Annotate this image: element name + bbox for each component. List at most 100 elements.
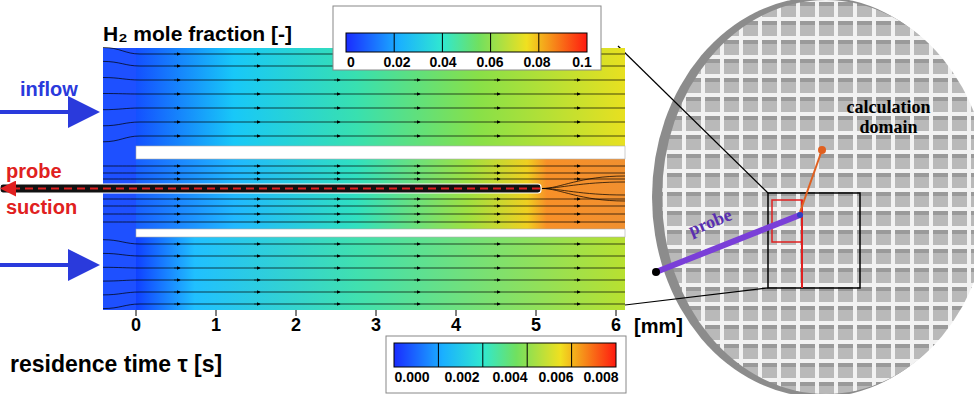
- flow-arrow: [334, 108, 340, 109]
- flow-arrow: [174, 292, 180, 293]
- flow-arrow: [494, 206, 500, 207]
- tick-label: 0.1: [572, 55, 591, 70]
- flow-arrow: [414, 222, 420, 223]
- flow-label: probe: [6, 160, 62, 182]
- leader-line: [800, 150, 822, 212]
- tick-label: 0.004: [492, 370, 527, 385]
- flow-arrow: [334, 268, 340, 269]
- legend-title: residence time τ [s]: [10, 352, 222, 377]
- flow-arrow: [254, 80, 260, 81]
- flow-arrow: [574, 214, 580, 215]
- flow-arrow: [574, 173, 580, 174]
- axis-number: 1: [211, 316, 221, 336]
- axis-number: 3: [371, 316, 381, 336]
- flow-arrow: [414, 214, 420, 215]
- flow-arrow: [494, 199, 500, 200]
- flow-arrow: [254, 244, 260, 245]
- flow-arrow: [254, 54, 260, 55]
- axis-unit: [mm]: [634, 315, 683, 337]
- streamline: [103, 222, 625, 223]
- flow-arrow: [494, 173, 500, 174]
- flow-arrow: [574, 80, 580, 81]
- tick-label: 0.06: [476, 55, 503, 70]
- colorbar-divider: [438, 343, 439, 367]
- flow-arrow: [414, 179, 420, 180]
- streamline: [103, 304, 625, 309]
- flow-arrow: [494, 136, 500, 137]
- colorbar: [346, 33, 587, 52]
- flow-arrow: [574, 222, 580, 223]
- flow-arrow: [254, 304, 260, 305]
- flow-arrow: [174, 256, 180, 257]
- streamline: [103, 267, 625, 269]
- axis-number: 4: [451, 316, 461, 336]
- flow-arrow: [494, 94, 500, 95]
- flow-arrow: [174, 222, 180, 223]
- flow-arrow: [334, 122, 340, 123]
- colorbar-divider: [571, 343, 572, 367]
- flow-arrow: [334, 206, 340, 207]
- flow-arrow: [254, 166, 260, 167]
- flow-arrow: [174, 199, 180, 200]
- zoom-line: [618, 46, 768, 193]
- flow-arrow: [414, 108, 420, 109]
- flow-arrow: [254, 94, 260, 95]
- flow-arrow: [334, 304, 340, 305]
- leader-dot: [818, 146, 826, 154]
- flow-arrow: [174, 80, 180, 81]
- flow-arrow: [174, 304, 180, 305]
- flow-arrow: [414, 292, 420, 293]
- tick-label: 0.02: [383, 55, 410, 70]
- flow-arrow: [254, 280, 260, 281]
- flow-arrow: [334, 256, 340, 257]
- streamline: [103, 78, 625, 81]
- flow-arrow: [574, 94, 580, 95]
- tick-label: 0.04: [429, 55, 456, 70]
- flow-arrow: [334, 80, 340, 81]
- flow-arrow: [254, 214, 260, 215]
- flow-arrow: [254, 222, 260, 223]
- flow-arrow: [574, 280, 580, 281]
- flow-arrow: [494, 122, 500, 123]
- flow-arrow: [254, 268, 260, 269]
- flow-arrow: [494, 222, 500, 223]
- flow-arrow: [574, 244, 580, 245]
- flow-arrow: [414, 199, 420, 200]
- flow-arrow: [414, 304, 420, 305]
- honeycomb-disk: [652, 0, 974, 394]
- flow-arrow: [334, 166, 340, 167]
- streamline: [103, 199, 625, 200]
- flow-arrow: [574, 256, 580, 257]
- tick-label: 0: [347, 55, 355, 70]
- streamline: [103, 206, 625, 207]
- flow-arrow: [174, 66, 180, 67]
- flow-arrow: [174, 108, 180, 109]
- streamline: [103, 122, 625, 126]
- flow-label: suction: [6, 196, 77, 218]
- axis-number: 6: [611, 316, 621, 336]
- tick-label: 0.08: [523, 55, 550, 70]
- tick-label: 0.002: [444, 370, 479, 385]
- flow-arrow: [254, 292, 260, 293]
- legend-title: H₂ mole fraction [-]: [103, 22, 292, 45]
- flow-arrow: [414, 256, 420, 257]
- inflow-arrow: [0, 263, 92, 267]
- legend-frame: [333, 6, 601, 70]
- flow-arrow: [414, 206, 420, 207]
- flow-arrow: [174, 136, 180, 137]
- flow-arrow: [334, 292, 340, 293]
- flow-arrow: [494, 268, 500, 269]
- flow-arrow: [174, 173, 180, 174]
- axis-number: 5: [531, 316, 541, 336]
- streamline: [542, 182, 625, 189]
- flow-arrow: [494, 292, 500, 293]
- axis-number: 2: [291, 316, 301, 336]
- flow-arrow: [334, 244, 340, 245]
- flow-arrow: [414, 173, 420, 174]
- flow-arrow: [494, 179, 500, 180]
- flow-arrow: [414, 280, 420, 281]
- callout-label: calculation domain: [836, 98, 941, 138]
- flow-arrow: [174, 206, 180, 207]
- tick-label: 0.008: [583, 370, 618, 385]
